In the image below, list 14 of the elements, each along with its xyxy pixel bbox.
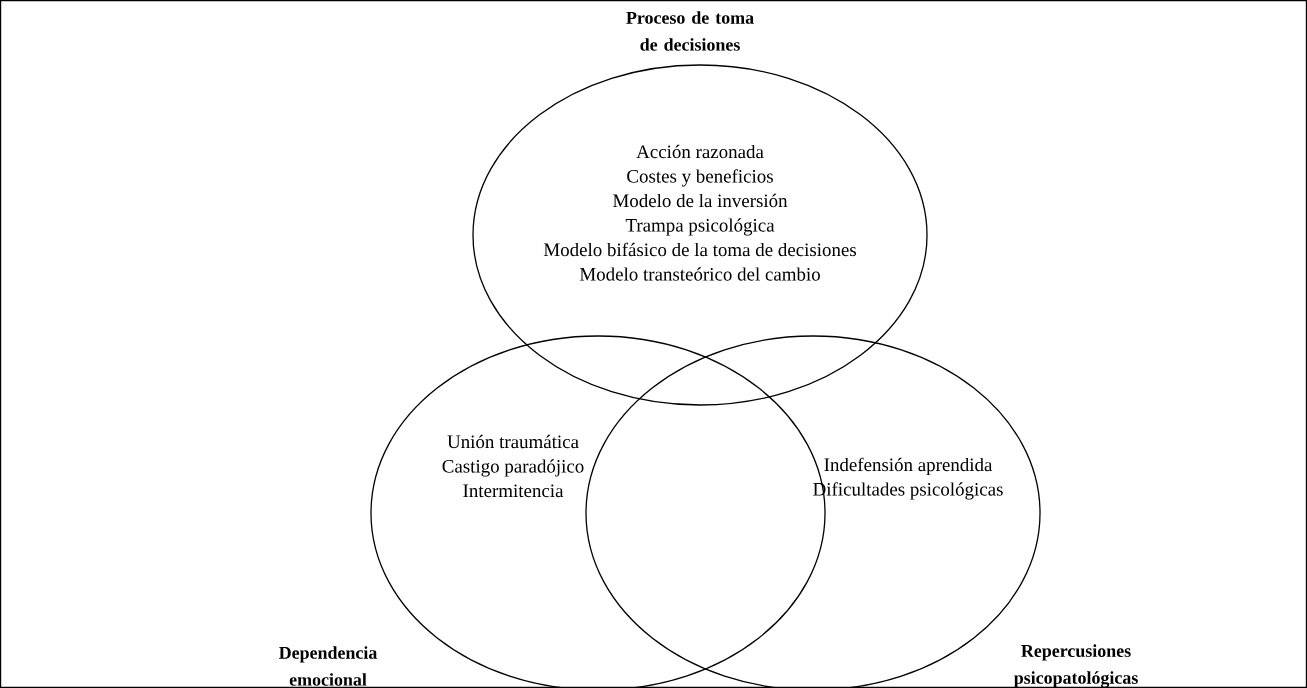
list-item: Modelo de la inversión bbox=[613, 193, 788, 208]
circle-heading: Proceso de toma de decisiones bbox=[626, 11, 754, 51]
venn-circle bbox=[472, 64, 928, 406]
list-item: Trampa psicológica bbox=[625, 218, 775, 236]
circle-heading: Dependencia emocional bbox=[279, 646, 378, 686]
list-item: Indefensión aprendida bbox=[824, 457, 993, 476]
list-item: Castigo paradójico bbox=[442, 459, 584, 477]
list-item: Unión traumática bbox=[447, 434, 579, 449]
circle-heading: Repercusiones psicopatológicas bbox=[1014, 644, 1138, 688]
list-item: Costes y beneficios bbox=[627, 169, 773, 187]
list-item: Modelo bifásico de la toma de decisiones bbox=[543, 242, 856, 257]
list-item: Acción razonada bbox=[636, 144, 764, 159]
list-item: Modelo transteórico del cambio bbox=[579, 267, 820, 281]
list-item: Intermitencia bbox=[463, 484, 564, 498]
